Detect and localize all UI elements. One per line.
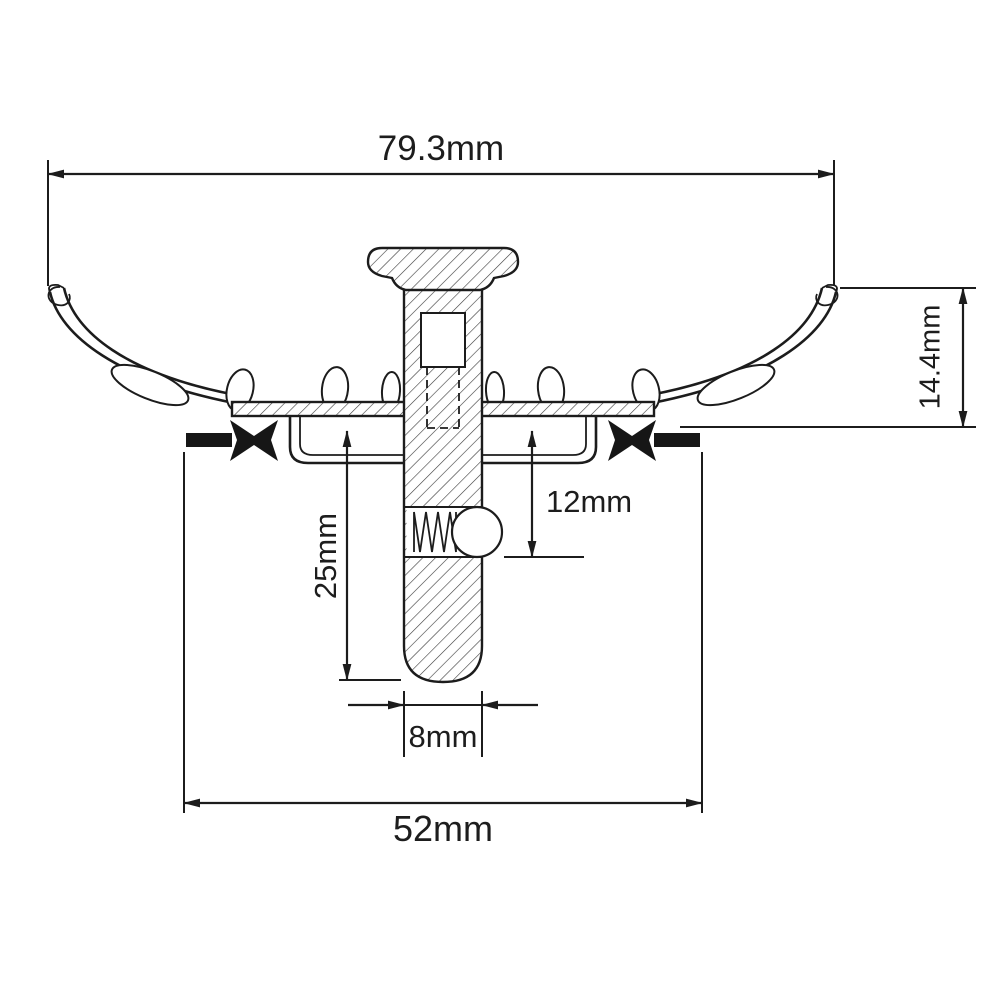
basket-left-half bbox=[47, 283, 403, 463]
dim-label-rim-height: 14.4mm bbox=[915, 305, 947, 410]
dim-label-stem-length: 25mm bbox=[308, 513, 343, 599]
dimension-rim-height: 14.4mm bbox=[680, 287, 976, 428]
center-stem bbox=[402, 286, 484, 684]
knob-cap bbox=[366, 246, 520, 292]
stem-slot bbox=[420, 312, 466, 368]
dimension-stem-width: 8mm bbox=[348, 691, 538, 757]
dim-label-pin-depth: 12mm bbox=[546, 484, 632, 519]
dim-label-base-width: 52mm bbox=[393, 808, 493, 849]
dimension-overall-width: 79.3mm bbox=[47, 129, 835, 286]
dimension-base-width: 52mm bbox=[183, 452, 703, 849]
dim-label-overall-width: 79.3mm bbox=[378, 129, 504, 168]
dim-label-stem-width: 8mm bbox=[409, 719, 478, 754]
stem-internals bbox=[404, 312, 504, 559]
strainer-body bbox=[47, 246, 839, 684]
basket-right-half bbox=[483, 283, 839, 463]
spring-ball-pin bbox=[450, 505, 504, 559]
dimension-pin-depth: 12mm bbox=[504, 430, 632, 558]
dimension-stem-length: 25mm bbox=[308, 430, 401, 681]
